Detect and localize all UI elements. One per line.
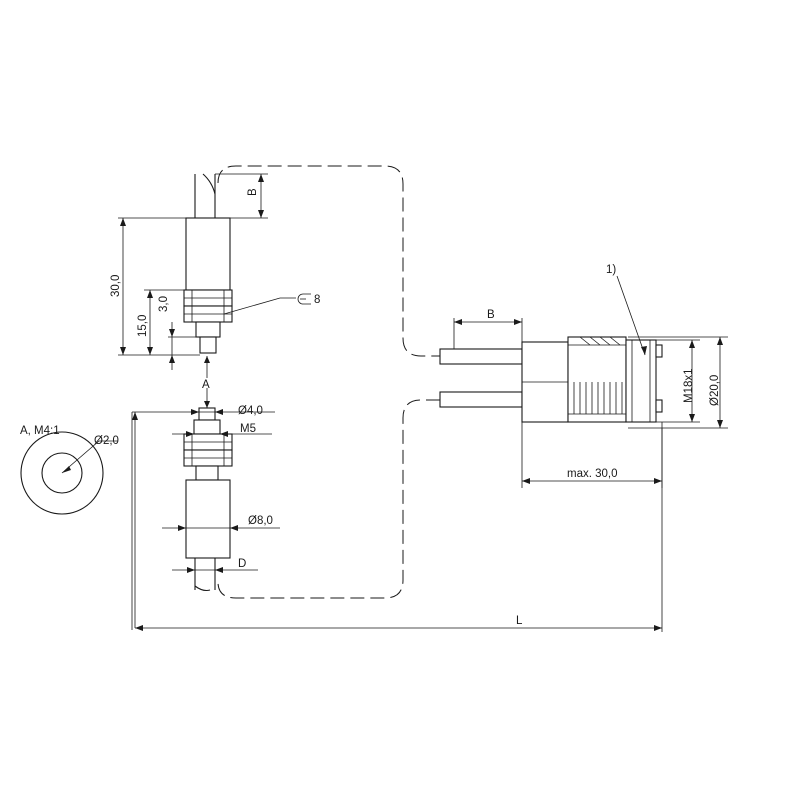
- dia-4-label: Ø4,0: [238, 405, 263, 417]
- dim-m18: M18x1: [656, 339, 700, 423]
- detail-outer-ring: [20, 431, 104, 515]
- detail-inner-bore: [41, 452, 83, 494]
- l-label: L: [516, 615, 523, 627]
- note-1: 1): [606, 264, 647, 356]
- dia-8-label: Ø8,0: [248, 515, 273, 527]
- section-a-label: A: [202, 379, 210, 391]
- dim-15: 15,0: [137, 289, 184, 355]
- m5-label: M5: [240, 423, 256, 435]
- dia-2-label: Ø2,0: [94, 435, 119, 447]
- lower-sensor-head: [183, 407, 233, 592]
- fiber-path: [217, 165, 440, 599]
- dim-dia-4: Ø4,0: [132, 405, 275, 417]
- length-3-label: 3,0: [158, 296, 170, 312]
- connector: [439, 336, 663, 423]
- dia-20-label: Ø20,0: [709, 375, 721, 406]
- dim-dia-20: Ø20,0: [628, 336, 728, 429]
- dim-dia-8: Ø8,0: [162, 515, 280, 531]
- dim-3: 3,0: [158, 296, 200, 370]
- callout-8-label: 8: [314, 294, 320, 306]
- length-15-label: 15,0: [137, 315, 149, 337]
- dim-l: L: [131, 412, 663, 632]
- dim-b-connector: B: [453, 309, 523, 349]
- dim-30: 30,0: [110, 217, 200, 356]
- max-30-label: max. 30,0: [567, 468, 618, 480]
- detail-view-a: A, M4:1 Ø2,0: [20, 425, 119, 515]
- dim-m5: M5: [172, 423, 272, 437]
- dim-b-top: B: [215, 173, 268, 219]
- m18-label: M18x1: [683, 368, 695, 403]
- detail-title: A, M4:1: [20, 425, 60, 437]
- b-connector-label: B: [487, 309, 495, 321]
- d-label: D: [238, 558, 246, 570]
- section-marker-a: A: [202, 356, 210, 408]
- callout-8: 8: [223, 293, 320, 315]
- note-1-label: 1): [606, 264, 616, 276]
- dim-max-30: max. 30,0: [521, 422, 663, 488]
- upper-sensor-head: [183, 173, 233, 354]
- length-30-label: 30,0: [110, 275, 122, 297]
- dim-d: D: [172, 558, 258, 573]
- b-top-label: B: [247, 188, 259, 196]
